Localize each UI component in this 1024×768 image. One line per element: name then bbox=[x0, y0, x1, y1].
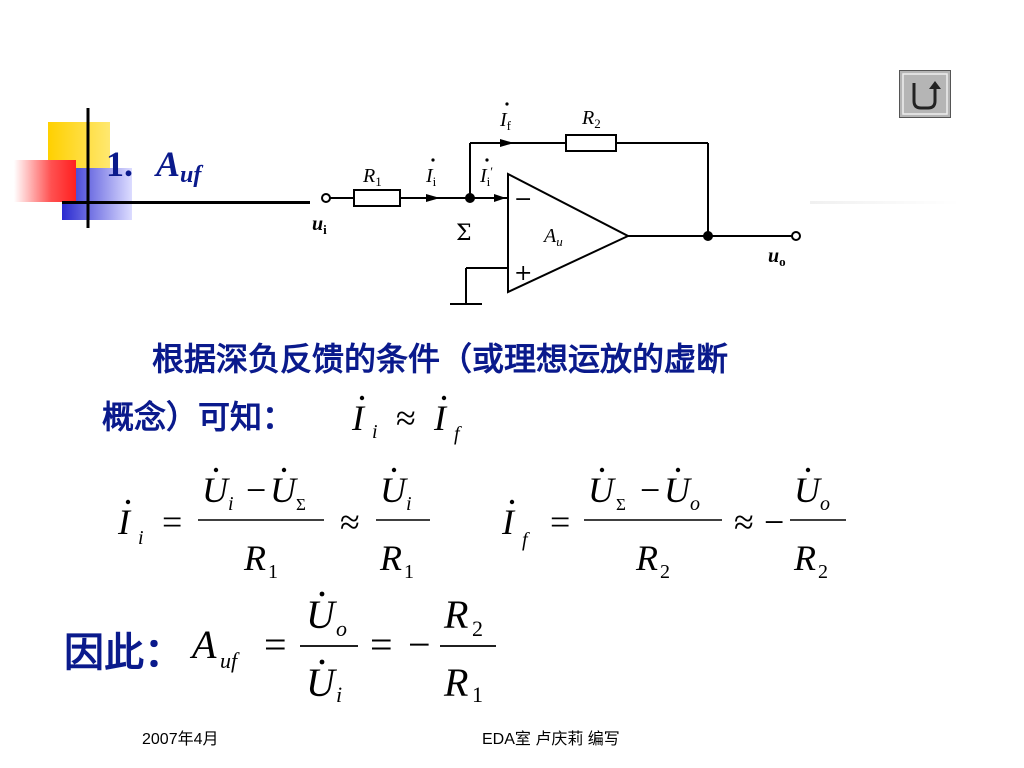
svg-text:−: − bbox=[764, 502, 784, 542]
input-terminal bbox=[321, 193, 331, 203]
svg-text:i: i bbox=[228, 493, 234, 515]
svg-text:=: = bbox=[550, 502, 570, 542]
svg-text:f: f bbox=[454, 423, 462, 445]
equation-if: I f = U Σ − U o R 2 ≈ − U o R 2 bbox=[501, 467, 846, 583]
svg-text:1: 1 bbox=[268, 561, 278, 583]
svg-text:=: = bbox=[370, 622, 393, 667]
svg-text:i: i bbox=[406, 493, 412, 515]
svg-text:f: f bbox=[522, 529, 530, 551]
svg-text:i: i bbox=[372, 421, 378, 443]
label-if: If bbox=[499, 109, 512, 133]
footer-author: EDA室 卢庆莉 编写 bbox=[482, 731, 620, 748]
label-ui: ui bbox=[312, 213, 327, 237]
svg-text:U: U bbox=[588, 470, 616, 510]
svg-text:2: 2 bbox=[660, 561, 670, 583]
output-node bbox=[703, 231, 713, 241]
slide-title: 1. Auf bbox=[106, 143, 202, 188]
svg-text:R: R bbox=[379, 538, 402, 578]
arrow-ii bbox=[426, 194, 440, 202]
label-au: Au bbox=[542, 225, 563, 249]
svg-text:≈: ≈ bbox=[396, 398, 416, 438]
svg-text:uf: uf bbox=[220, 648, 240, 673]
svg-text:−: − bbox=[640, 470, 660, 510]
label-r2: R2 bbox=[581, 107, 601, 131]
svg-text:U: U bbox=[306, 592, 338, 637]
label-minus: − bbox=[514, 187, 532, 212]
svg-text:R: R bbox=[793, 538, 816, 578]
op-amp-circuit-diagram: R1 R2 Ii Ii′ If ui uo Au Σ − + bbox=[312, 102, 801, 305]
op-amp-triangle bbox=[507, 172, 631, 294]
title-number: 1. bbox=[106, 144, 133, 184]
svg-text:1: 1 bbox=[472, 682, 483, 707]
svg-text:U: U bbox=[270, 470, 298, 510]
svg-text:≈: ≈ bbox=[340, 502, 360, 542]
title-underline bbox=[62, 201, 310, 204]
svg-text:2: 2 bbox=[818, 561, 828, 583]
svg-text:o: o bbox=[690, 493, 700, 515]
svg-text:=: = bbox=[264, 622, 287, 667]
equation-ii: I i = U i − U Σ R 1 ≈ U i R 1 bbox=[117, 467, 430, 583]
svg-text:=: = bbox=[162, 502, 182, 542]
equation-auf: A uf = U o U i = − R 2 R 1 bbox=[189, 591, 496, 707]
svg-text:−: − bbox=[246, 470, 266, 510]
svg-text:R: R bbox=[443, 660, 468, 705]
svg-text:A: A bbox=[189, 622, 217, 667]
svg-text:I: I bbox=[501, 502, 516, 542]
paragraph-line-2: 概念）可知： bbox=[102, 398, 295, 436]
svg-text:U: U bbox=[380, 470, 408, 510]
label-ii: Ii bbox=[425, 165, 437, 189]
back-button[interactable] bbox=[899, 70, 951, 118]
svg-text:i: i bbox=[336, 682, 342, 707]
title-symbol: A bbox=[156, 144, 181, 184]
svg-text:−: − bbox=[408, 622, 431, 667]
resistor-r2 bbox=[565, 134, 617, 152]
svg-text:1: 1 bbox=[404, 561, 414, 583]
decorative-corner bbox=[14, 108, 132, 228]
svg-text:Σ: Σ bbox=[616, 495, 626, 514]
svg-text:I: I bbox=[117, 502, 132, 542]
deco-red-square bbox=[14, 160, 76, 202]
paragraph-line-1: 根据深负反馈的条件（或理想运放的虚断 bbox=[152, 340, 729, 378]
label-sigma: Σ bbox=[456, 221, 472, 246]
u-turn-arrow-icon bbox=[902, 73, 948, 115]
svg-text:R: R bbox=[243, 538, 266, 578]
svg-text:I: I bbox=[433, 398, 448, 438]
svg-text:o: o bbox=[336, 616, 347, 641]
arrow-ii-prime bbox=[494, 194, 506, 202]
svg-text:U: U bbox=[202, 470, 230, 510]
footer-date: 2007年4月 bbox=[142, 731, 219, 748]
svg-text:U: U bbox=[306, 660, 338, 705]
arrow-if bbox=[500, 139, 514, 147]
label-uo: uo bbox=[768, 245, 786, 269]
title-underline-fade bbox=[810, 201, 960, 204]
svg-text:R: R bbox=[443, 592, 468, 637]
svg-text:I: I bbox=[351, 398, 366, 438]
label-plus: + bbox=[514, 261, 532, 286]
svg-text:U: U bbox=[664, 470, 692, 510]
svg-text:≈: ≈ bbox=[734, 502, 754, 542]
svg-text:Σ: Σ bbox=[296, 495, 306, 514]
svg-text:o: o bbox=[820, 493, 830, 515]
label-r1: R1 bbox=[362, 165, 382, 189]
therefore-label: 因此： bbox=[64, 630, 184, 676]
label-ii-prime: Ii′ bbox=[479, 164, 493, 189]
resistor-r1 bbox=[353, 189, 401, 207]
svg-text:U: U bbox=[794, 470, 822, 510]
title-subscript: uf bbox=[180, 162, 202, 188]
svg-text:i: i bbox=[138, 527, 144, 549]
svg-text:2: 2 bbox=[472, 616, 483, 641]
svg-text:R: R bbox=[635, 538, 658, 578]
equation-ii-approx-if: I i ≈ I f bbox=[351, 395, 462, 445]
output-terminal bbox=[791, 231, 801, 241]
